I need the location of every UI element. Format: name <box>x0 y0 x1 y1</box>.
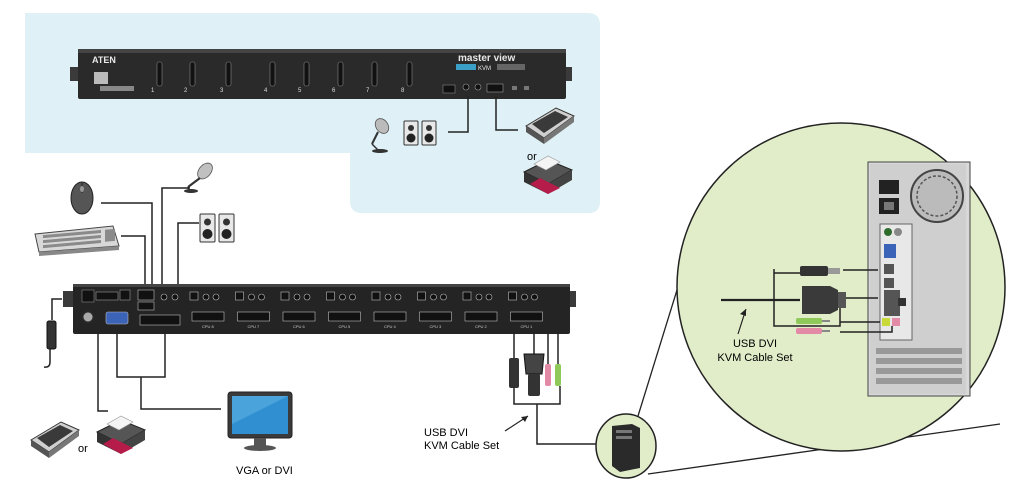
or-label-console: or <box>78 443 88 455</box>
port-number-label: 7 <box>366 88 370 94</box>
port-button-6[interactable]: 6 <box>332 61 344 94</box>
cpu-port-label: CPU 4 <box>384 324 397 329</box>
zoom-cable-label-2: KVM Cable Set <box>717 352 792 364</box>
monitor-label: VGA or DVI <box>236 465 293 477</box>
port-number-label: 5 <box>298 88 302 94</box>
port-button-8[interactable]: 8 <box>401 61 413 94</box>
front-switch-unit: ATEN 1 2 3 4 5 6 7 8 master view KVM <box>70 49 572 99</box>
port-number-label: 6 <box>332 88 336 94</box>
cpu-port-group: CPU 2 <box>462 291 498 329</box>
keyboard-icon <box>34 225 120 256</box>
microphone-icon <box>371 118 390 153</box>
port-button-4[interactable]: 4 <box>264 61 276 94</box>
speakers-icon <box>403 120 437 146</box>
scanner-icon <box>525 107 575 144</box>
cpu-port-groups: CPU 8 CPU 7 CPU 6 CPU 5 CPU 4 CPU 3 CPU 2 CPU 1 <box>189 291 543 329</box>
zoom-circle <box>676 122 1006 452</box>
console-vga-port <box>105 311 129 325</box>
cpu-port-label: CPU 8 <box>202 324 215 329</box>
cpu-port-group: CPU 1 <box>508 291 543 329</box>
port-number-label: 3 <box>220 88 224 94</box>
port-button-5[interactable]: 5 <box>298 61 310 94</box>
printer-icon <box>95 415 147 454</box>
front-speaker-cable <box>448 96 469 133</box>
cpu-port-group: CPU 3 <box>417 291 452 329</box>
rear-switch-unit: CPU 8 CPU 7 CPU 6 CPU 5 CPU 4 CPU 3 CPU 2 CPU 1 <box>63 284 576 334</box>
console-usb-ports <box>137 289 155 301</box>
ground-screw <box>82 311 94 323</box>
logo-badge <box>94 72 108 84</box>
cpu-port-label: CPU 7 <box>248 324 261 329</box>
cpu-port-label: CPU 2 <box>475 324 488 329</box>
speakers-icon <box>199 213 235 243</box>
cpu-port-group: CPU 5 <box>326 291 361 329</box>
front-speaker-jack <box>474 83 482 91</box>
cpu-port-label: CPU 5 <box>339 324 352 329</box>
brand-logo: ATEN <box>92 55 116 65</box>
monitor-icon <box>227 391 293 451</box>
kvm-cable-set <box>509 334 608 445</box>
console-dvi-port <box>95 291 119 301</box>
cpu-port-label: CPU 3 <box>430 324 443 329</box>
monitor-cables <box>116 334 221 410</box>
front-usb-port <box>486 83 504 93</box>
port-number-label: 8 <box>401 88 405 94</box>
cpu-port-label: CPU 6 <box>293 324 306 329</box>
port-number-label: 4 <box>264 88 268 94</box>
front-panel-region <box>25 13 600 213</box>
console-cables <box>101 187 199 292</box>
front-usb-cable <box>495 96 518 131</box>
cpu-port-group: CPU 4 <box>371 291 407 329</box>
cable-set-label-1: USB DVI <box>424 427 468 439</box>
front-power-led <box>442 84 456 94</box>
port-number-label: 2 <box>184 88 188 94</box>
port-button-7[interactable]: 7 <box>366 61 378 94</box>
port-button-1[interactable]: 1 <box>151 61 163 94</box>
computer-tower-icon <box>595 413 657 479</box>
cpu-port-group: CPU 7 <box>235 291 270 329</box>
zoom-cable-label-1: USB DVI <box>733 338 777 350</box>
console-dvi-output <box>139 314 181 326</box>
cpu-port-group: CPU 8 <box>189 291 225 329</box>
port-button-2[interactable]: 2 <box>184 61 196 94</box>
cpu-port-label: CPU 1 <box>521 324 534 329</box>
microphone-icon <box>184 162 213 193</box>
series-logo: master view <box>458 53 515 64</box>
port-selector-buttons: 1 2 3 4 5 6 7 8 <box>151 61 413 94</box>
mouse-icon <box>70 181 94 215</box>
port-number-label: 1 <box>151 88 155 94</box>
cable-set-label-2: KVM Cable Set <box>424 440 499 452</box>
scanner-icon <box>30 421 80 458</box>
power-jack <box>81 289 95 303</box>
or-label-front: or <box>527 151 537 163</box>
kvm-logo: KVM <box>478 66 491 72</box>
port-button-3[interactable]: 3 <box>220 61 232 94</box>
printer-icon <box>522 155 574 194</box>
power-adapter-icon <box>43 298 62 368</box>
front-mic-jack <box>462 83 470 91</box>
rear-usb-cable <box>97 334 108 412</box>
cpu-port-group: CPU 6 <box>280 291 316 329</box>
